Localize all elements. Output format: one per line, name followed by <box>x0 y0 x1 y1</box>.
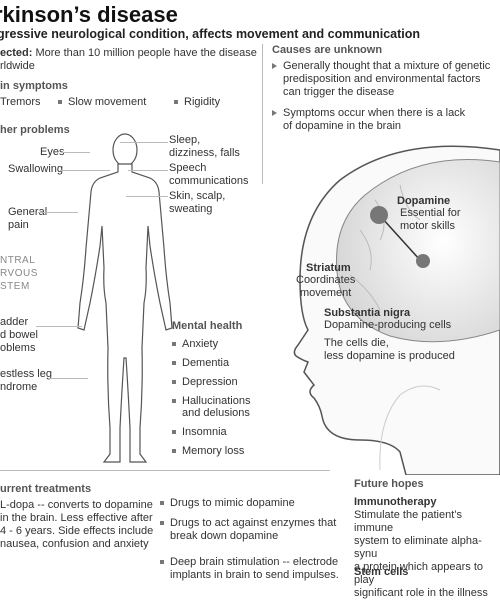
cause-item-1: Generally thought that a mixture of gene… <box>272 60 490 99</box>
causes-header: Causes are unknown <box>272 44 383 56</box>
treatment-drugs-enzymes: Drugs to act against enzymes that break … <box>160 517 336 543</box>
symptom-rigidity: Rigidity <box>174 96 220 108</box>
symptom-slow-movement: Slow movement <box>58 96 146 108</box>
human-figure-illustration <box>77 133 173 463</box>
connector-swallowing <box>60 170 110 171</box>
symptom-tremors: Tremors <box>0 96 41 108</box>
striatum-title: Striatum <box>306 262 351 274</box>
stem-cells-title: Stem cells <box>354 566 409 578</box>
page-title: rkinson’s disease <box>0 2 178 27</box>
head-brain-illustration <box>293 145 500 475</box>
treatment-dbs: Deep brain stimulation -- electrode impl… <box>160 556 339 582</box>
affected-label: ected: <box>0 47 33 59</box>
connector-speech <box>128 170 168 171</box>
affected-line: ected: More than 10 million people have … <box>0 47 257 59</box>
connector-eyes <box>62 152 90 153</box>
connector-skin <box>126 196 168 197</box>
label-eyes: Eyes <box>40 146 65 158</box>
label-skin: Skin, scalp,sweating <box>169 190 226 215</box>
connector-bladder <box>36 326 82 327</box>
mental-delusions: and delusions <box>182 407 250 419</box>
column-divider <box>262 44 263 184</box>
substantia-nigra-desc: Dopamine-producing cells <box>324 319 452 331</box>
affected-text-cont: rldwide <box>0 60 35 72</box>
mental-depression: Depression <box>172 376 238 388</box>
other-problems-header: her problems <box>0 124 70 136</box>
mental-anxiety: Anxiety <box>172 338 218 350</box>
mental-memory-loss: Memory loss <box>172 445 244 457</box>
connector-pain <box>38 212 78 213</box>
connector-restless <box>48 378 88 379</box>
treatments-header: urrent treatments <box>0 483 92 495</box>
substantia-nigra-note: The cells die,less dopamine is produced <box>324 337 455 362</box>
mental-dementia: Dementia <box>172 357 229 369</box>
page-subtitle: gressive neurological condition, affects… <box>0 27 421 41</box>
bottom-separator <box>0 470 330 471</box>
substantia-nigra-title: Substantia nigra <box>324 307 411 319</box>
dopamine-title: Dopamine <box>397 195 451 207</box>
future-header: Future hopes <box>354 478 424 490</box>
label-swallowing: Swallowing <box>8 163 64 175</box>
mental-hallucinations: Hallucinations <box>172 395 250 407</box>
immunotherapy-title: Immunotherapy <box>354 496 437 508</box>
mental-insomnia: Insomnia <box>172 426 227 438</box>
treatment-drugs-mimic: Drugs to mimic dopamine <box>160 497 295 509</box>
cause-item-2: Symptoms occur when there is a lack of d… <box>272 107 465 133</box>
mental-health-header: Mental health <box>172 320 243 332</box>
affected-text: More than 10 million people have the dis… <box>32 47 257 59</box>
label-sleep: Sleep,dizziness, falls <box>169 134 240 159</box>
connector-sleep <box>120 142 168 143</box>
main-symptoms-header: in symptoms <box>0 80 68 92</box>
